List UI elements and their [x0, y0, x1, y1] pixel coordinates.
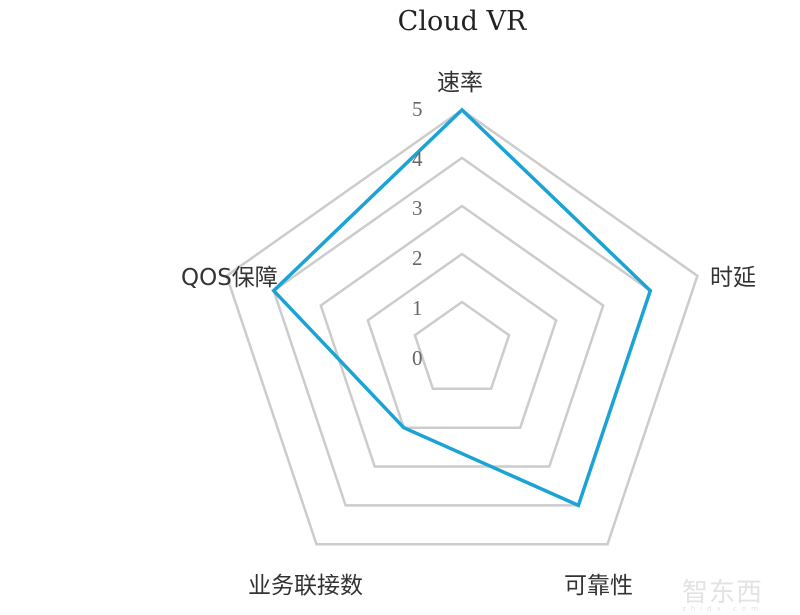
axis-label-connections: 业务联接数 — [248, 573, 363, 599]
watermark-url: zhidx.com — [682, 605, 763, 613]
tick-label-5: 5 — [412, 97, 423, 121]
grid-ring-5 — [225, 108, 699, 546]
tick-label-4: 4 — [412, 147, 423, 171]
grid-ring-3 — [319, 204, 605, 468]
series-polygon-0 — [271, 107, 653, 508]
tick-label-3: 3 — [412, 196, 423, 220]
tick-label-0: 0 — [412, 346, 423, 370]
axis-label-speed: 速率 — [437, 70, 483, 96]
grid-ring-2 — [366, 252, 558, 429]
grid-ring-4 — [272, 156, 652, 507]
chart-title: Cloud VR — [397, 6, 527, 37]
watermark-text: 智东西 — [682, 578, 764, 608]
axis-label-latency: 时延 — [710, 265, 756, 291]
tick-label-1: 1 — [412, 296, 423, 320]
grid-ring-1 — [413, 300, 511, 391]
axis-label-qos: QOS保障 — [181, 265, 278, 291]
watermark: 智东西 zhidx.com — [682, 572, 763, 613]
axis-label-reliability: 可靠性 — [564, 573, 633, 599]
tick-label-2: 2 — [412, 246, 423, 270]
